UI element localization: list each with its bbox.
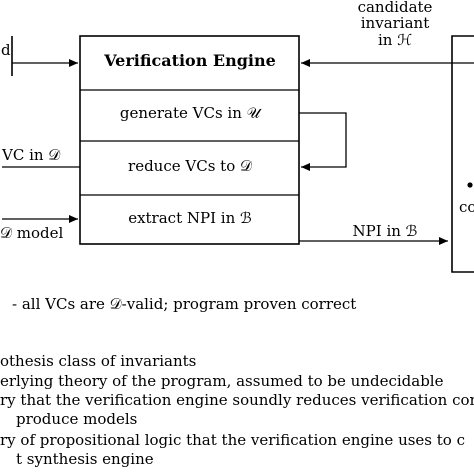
right-box-dot	[467, 182, 473, 188]
outcome-text: - all VCs are 𝒟-valid; program proven co…	[12, 295, 357, 313]
legend-line-1: othesis class of invariants	[0, 352, 197, 370]
engine-title: Verification Engine	[104, 51, 276, 70]
engine-row-extract: extract NPI in ℬ	[128, 209, 252, 227]
engine-row-generate: generate VCs in 𝒰	[119, 104, 261, 122]
label-candidate-3: in ℋ	[377, 31, 413, 49]
legend-line-2: erlying theory of the program, assumed t…	[0, 372, 444, 390]
right-box-edge	[451, 35, 474, 273]
label-vc-in-d: VC in 𝒟	[2, 146, 61, 164]
label-candidate-2: invariant	[360, 14, 430, 32]
right-box-fragment: co	[459, 198, 474, 216]
arrow-loop	[299, 112, 347, 171]
legend-line-5: ry of propositional logic that the verif…	[0, 431, 465, 449]
label-candidate-1: candidate	[357, 0, 433, 16]
label-npi-in-b: NPI in ℬ	[352, 222, 418, 240]
legend-line-6: t synthesis engine	[16, 450, 154, 468]
legend-line-4: produce models	[16, 410, 138, 428]
legend-line-3: ry that the verification engine soundly …	[0, 391, 474, 409]
left-top-fragment: d	[1, 41, 11, 59]
label-d-model: 𝒟 model	[0, 224, 64, 242]
verification-engine-box	[79, 35, 300, 245]
engine-row-reduce: reduce VCs to 𝒟	[128, 157, 252, 175]
